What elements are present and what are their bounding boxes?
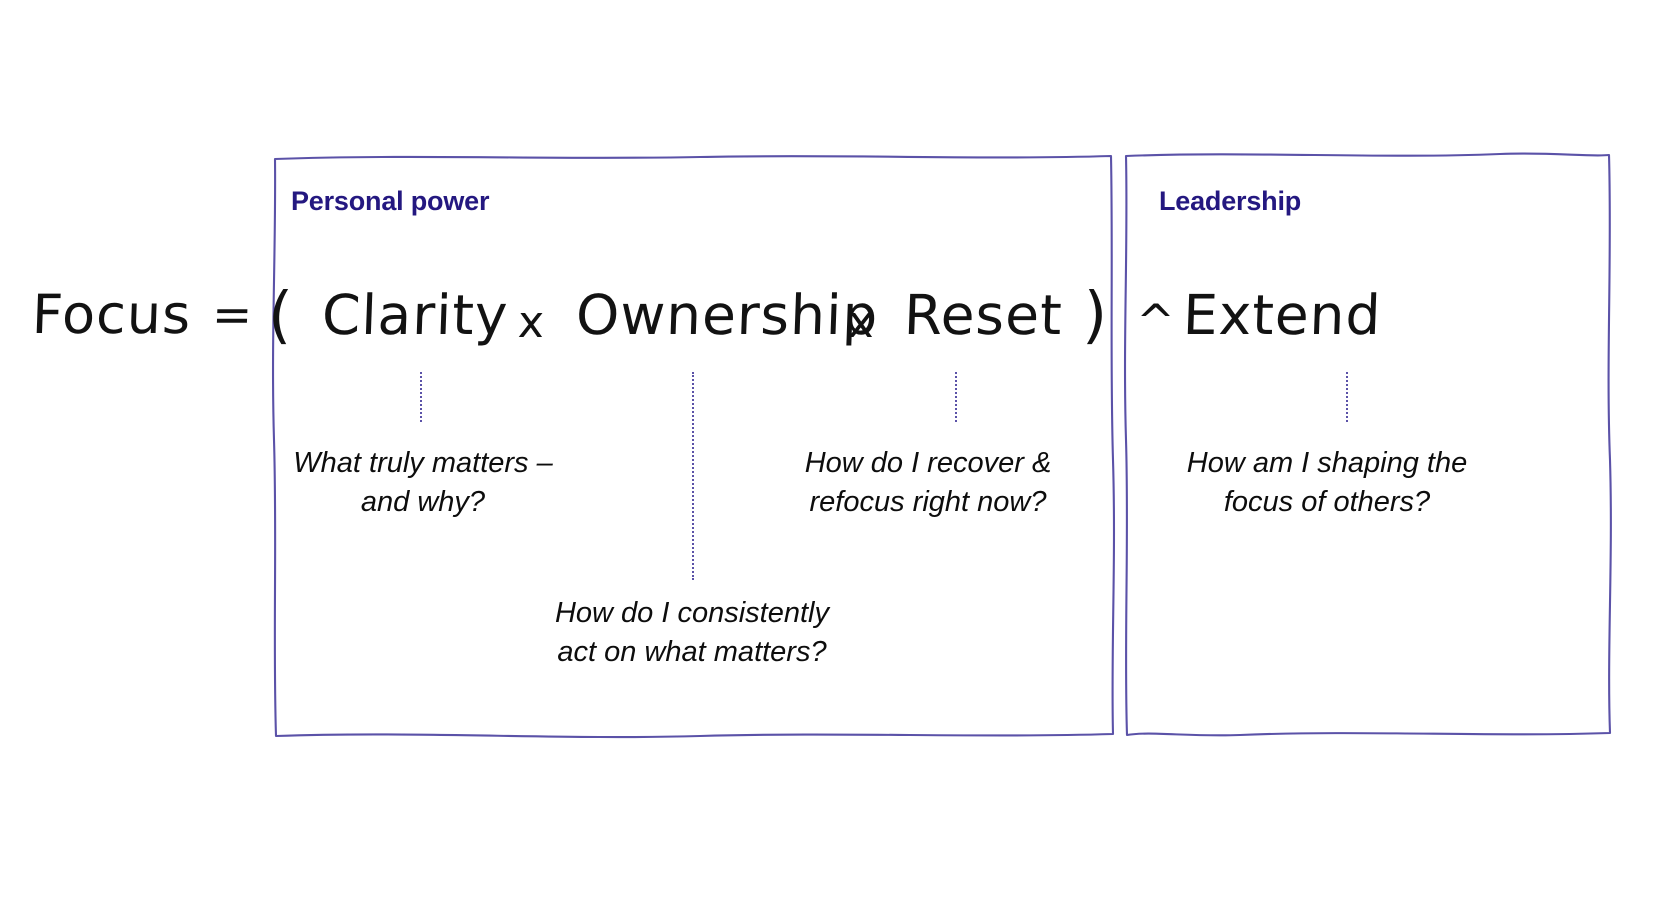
formula-operator-multiply-2: x [847,297,875,348]
formula-term-ownership: Ownership [574,283,880,347]
question-extend: How am I shaping the focus of others? [1186,447,1468,518]
connector-line-reset [955,372,957,422]
group-header-personal-power: Personal power [291,186,490,216]
group-header-leadership: Leadership [1159,186,1302,216]
formula-operator-caret: ^ [1135,294,1176,348]
formula-term-clarity: Clarity [320,283,510,347]
question-ownership: How do I consistently act on what matter… [554,597,829,668]
question-clarity: What truly matters – and why? [293,447,553,518]
connector-line-extend [1346,372,1348,422]
formula-term-extend: Extend [1181,283,1383,347]
connector-line-clarity [420,372,422,422]
formula-paren-open: ( [266,278,295,351]
formula-term-focus: Focus [30,283,193,346]
formula-term-reset: Reset [902,283,1064,347]
formula-paren-close: ) [1081,278,1110,351]
question-reset: How do I recover & refocus right now? [804,447,1052,518]
formula-operator-multiply-1: x [517,297,545,348]
connector-line-ownership [692,372,694,580]
formula-operator-equals: = [211,287,254,343]
focus-formula: Focus = ( Clarity x Ownership x Reset ) … [0,278,1666,369]
